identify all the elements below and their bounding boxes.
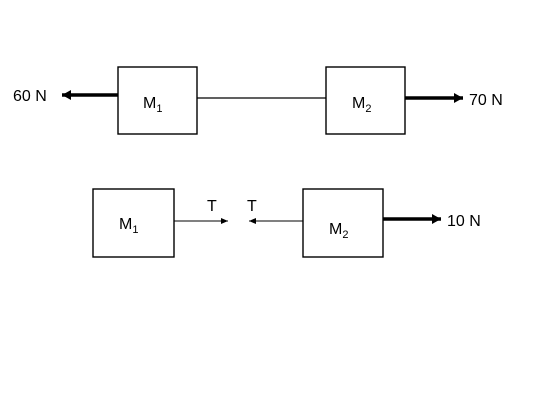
bottom-system: M1 T T M2 10 N — [92, 188, 481, 258]
force-label-right-lower: 10 N — [447, 213, 481, 230]
mass-box-m2 — [325, 66, 406, 135]
tension-label-m1: T — [207, 198, 217, 215]
mass-box-m2-lower — [302, 188, 384, 258]
mass-label-m1: M1 — [143, 95, 162, 115]
force-label-right: 70 N — [469, 92, 503, 109]
mass-label-m1-lower: M1 — [119, 216, 138, 236]
mass-label-m2: M2 — [352, 95, 371, 115]
tension-label-m2: T — [247, 198, 257, 215]
force-label-left: 60 N — [13, 88, 47, 105]
mass-label-m2-lower: M2 — [329, 221, 348, 241]
mass-box-m1 — [117, 66, 198, 135]
mass-box-m1-lower — [92, 188, 175, 258]
top-system: 60 N M1 M2 70 N — [13, 66, 503, 135]
